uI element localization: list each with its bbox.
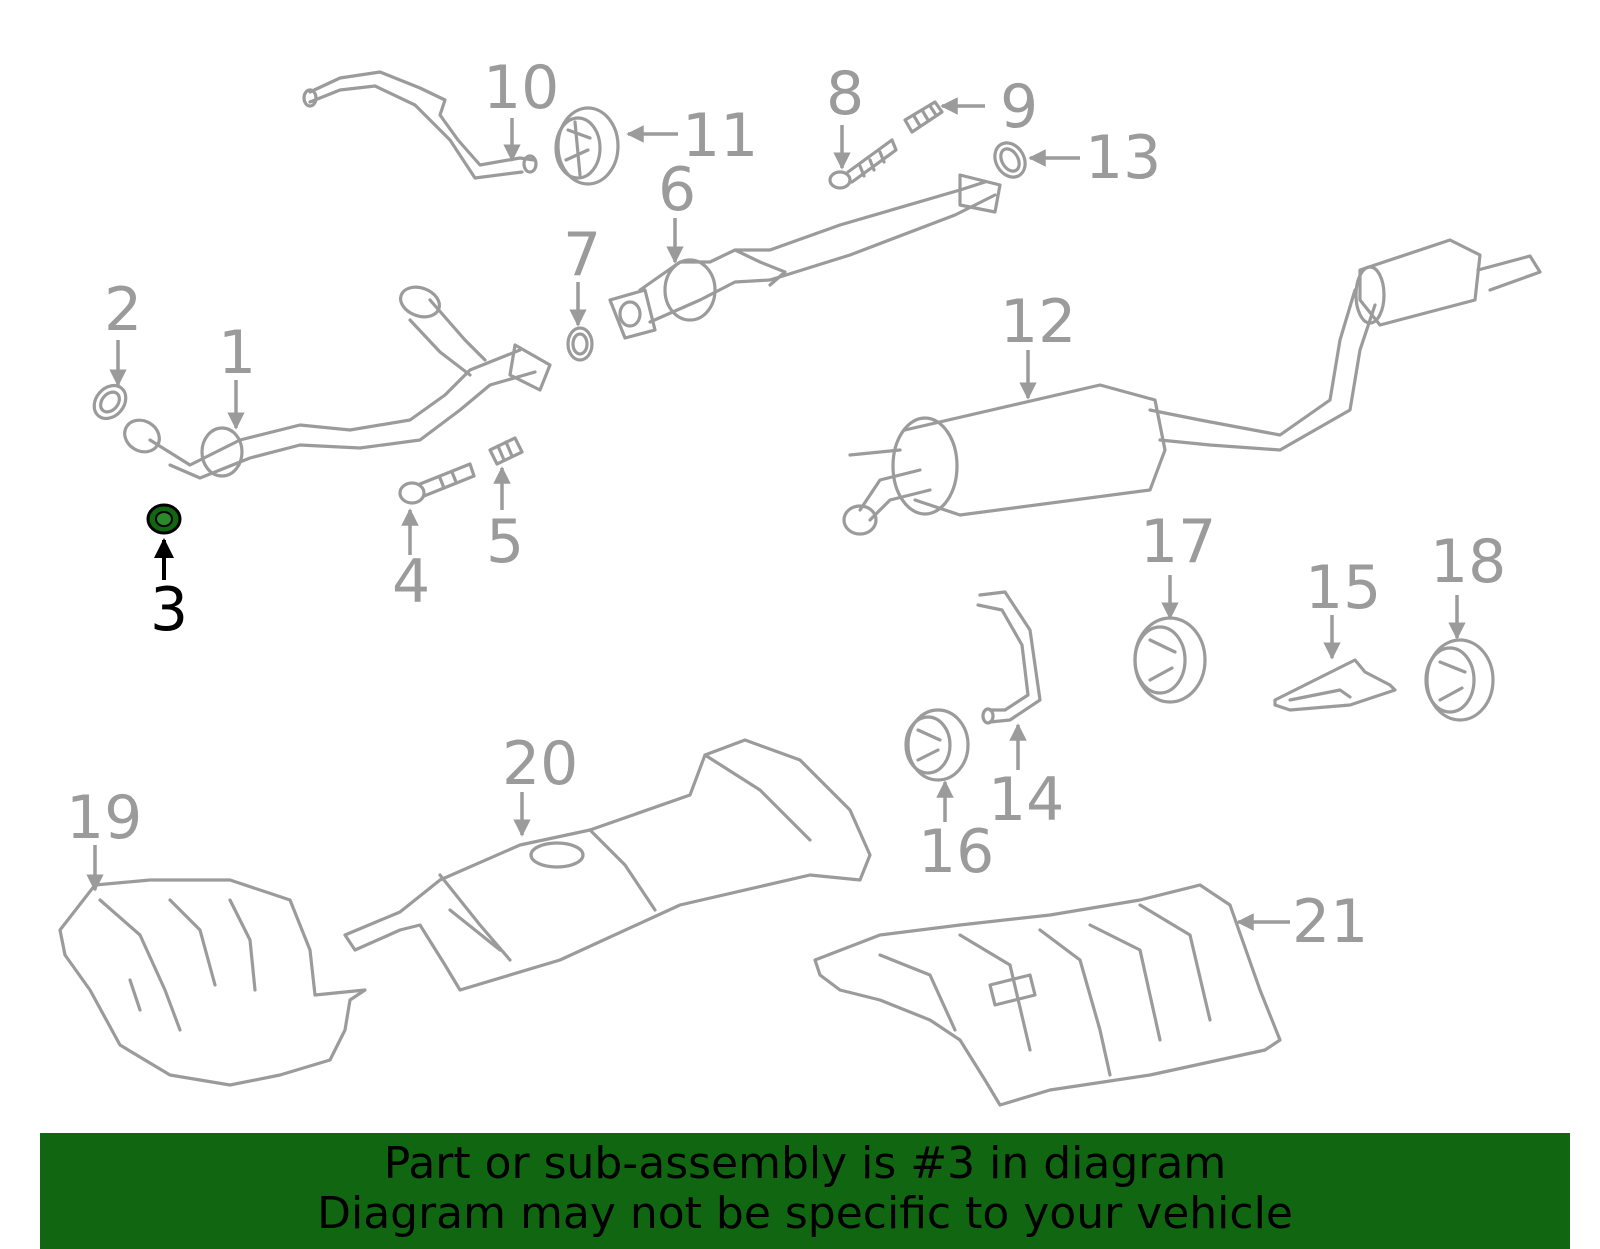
callout-arrows	[86, 97, 1466, 931]
part-20-heat-shield	[343, 738, 872, 992]
callout-12: 12	[1000, 287, 1076, 357]
part-10-bracket	[302, 70, 538, 180]
part-15-bracket	[1273, 658, 1397, 712]
callout-21: 21	[1292, 887, 1368, 957]
part-19-heat-shield	[58, 878, 367, 1087]
callout-20: 20	[502, 729, 578, 799]
part-11-hanger	[554, 106, 620, 186]
part-4-bolt	[398, 462, 476, 505]
part-6-converter-pipe	[608, 173, 1002, 340]
callout-18: 18	[1430, 527, 1506, 597]
callout-3: 3	[150, 575, 188, 645]
callout-2: 2	[104, 275, 142, 345]
callout-6: 6	[658, 155, 696, 225]
part-3-highlighted-nut	[146, 503, 182, 535]
banner-line-2: Diagram may not be specific to your vehi…	[317, 1188, 1293, 1239]
callout-5: 5	[486, 507, 524, 577]
part-14-hanger-rod	[976, 590, 1042, 725]
callout-19: 19	[66, 783, 142, 853]
part-1-front-pipe	[123, 285, 552, 480]
callout-15: 15	[1305, 553, 1381, 623]
info-banner: Part or sub-assembly is #3 in diagram Di…	[40, 1133, 1570, 1249]
callout-8: 8	[826, 59, 864, 129]
part-5-nut	[488, 436, 524, 466]
callout-9: 9	[1000, 72, 1038, 142]
callout-4: 4	[392, 547, 430, 617]
part-18-hanger	[1424, 638, 1495, 722]
part-17-hanger	[1133, 616, 1207, 704]
callout-16: 16	[918, 817, 994, 887]
callout-14: 14	[988, 765, 1064, 835]
callout-11: 11	[682, 101, 758, 171]
callout-10: 10	[483, 53, 559, 123]
callout-1: 1	[218, 318, 256, 388]
part-7-gasket	[566, 326, 594, 362]
part-9-stud	[903, 100, 944, 134]
banner-line-1: Part or sub-assembly is #3 in diagram	[383, 1138, 1227, 1189]
part-2-gasket	[92, 383, 128, 421]
part-16-hanger	[904, 708, 970, 782]
part-8-bolt	[828, 138, 898, 190]
callout-7: 7	[563, 220, 601, 290]
part-13-gasket	[993, 141, 1027, 179]
callout-labels: 1 2 3 4 5 6 7 8 9 10 11 12 13 14 15 16 1…	[66, 53, 1506, 957]
callout-17: 17	[1140, 507, 1216, 577]
callout-13: 13	[1085, 123, 1161, 193]
part-12-muffler	[842, 238, 1542, 536]
part-21-heat-shield	[813, 883, 1282, 1107]
